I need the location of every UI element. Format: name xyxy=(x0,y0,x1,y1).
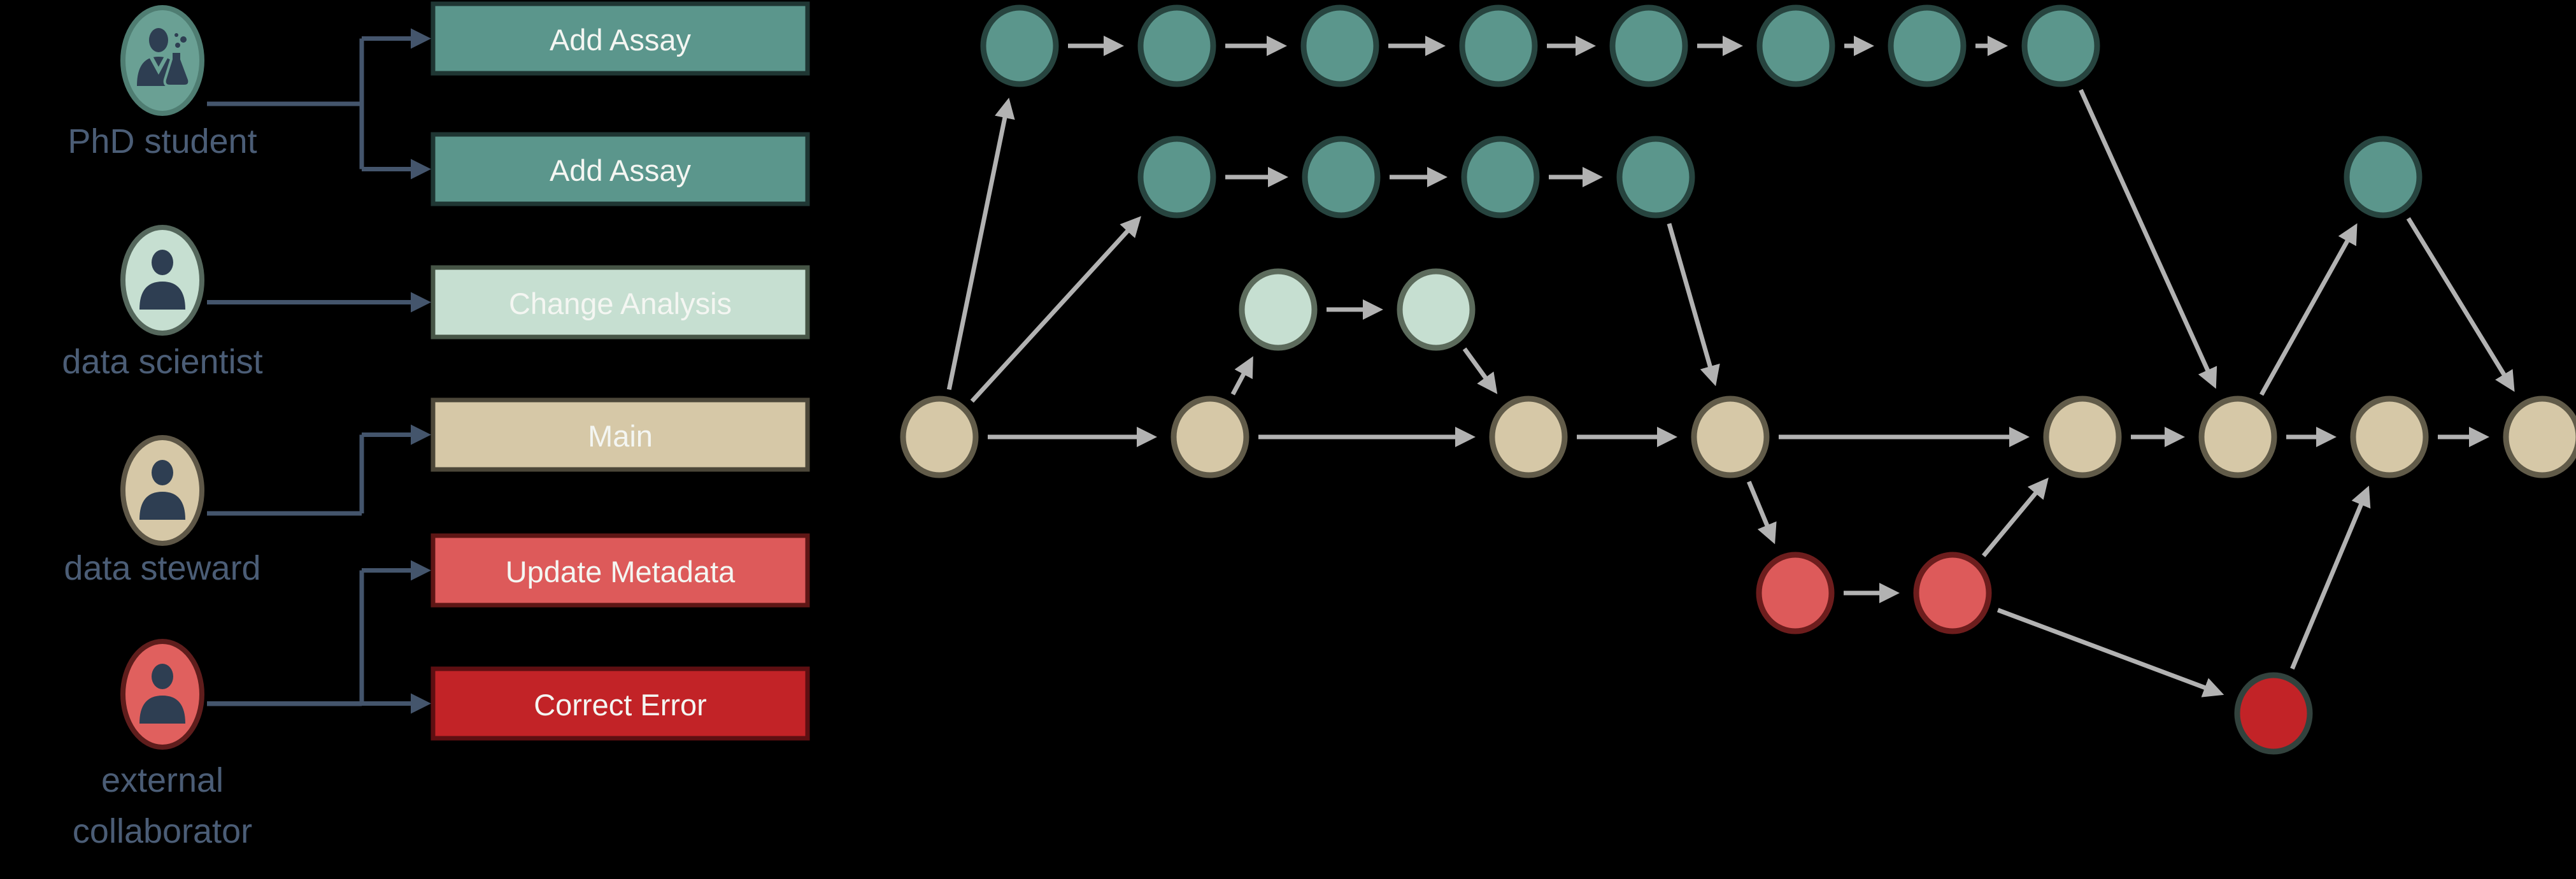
action-label-update-metadata: Update Metadata xyxy=(506,555,736,589)
action-box-main xyxy=(431,397,810,472)
action-box-update-metadata xyxy=(431,533,810,608)
actor-data-scientist: data scientist xyxy=(62,225,263,381)
action-button-add-assay-2: Add Assay xyxy=(431,132,810,206)
commit-node-a7-teal xyxy=(1888,4,1967,87)
commit-node-m1-mint xyxy=(1239,268,1318,351)
actor-phd-student: PhD student xyxy=(68,5,257,161)
edge-s1-to-t8 xyxy=(2406,217,2515,392)
commit-node-e1-red xyxy=(2234,672,2313,755)
commit-node-u1-salmon xyxy=(1756,552,1835,634)
commit-node-m2-mint xyxy=(1397,268,1476,351)
edge-t2-to-m1 xyxy=(1230,356,1253,396)
action-button-correct-error: Correct Error xyxy=(431,666,810,741)
commit-node-b3-teal xyxy=(1461,136,1540,218)
actors: PhD student data scientist data steward ext… xyxy=(62,5,263,850)
edge-e1-to-t7 xyxy=(2290,485,2371,670)
commit-node-t6-tan xyxy=(2198,396,2277,478)
connector-data-steward xyxy=(207,424,431,516)
commit-graph-nodes xyxy=(900,4,2576,755)
commit-node-b1-teal xyxy=(1137,136,1216,218)
person-icon xyxy=(139,664,185,724)
edge-m2-to-t3 xyxy=(1462,347,1498,394)
edge-t6-to-s1 xyxy=(2259,223,2358,396)
actor-label-external-collaborator-line1: external xyxy=(101,761,224,799)
connector-phd-student xyxy=(207,28,431,180)
action-button-update-metadata: Update Metadata xyxy=(431,533,810,608)
commit-node-b4-teal xyxy=(1616,136,1695,218)
edge-a8-to-t6 xyxy=(2079,89,2217,389)
commit-node-t8-tan xyxy=(2503,396,2576,478)
actor-action-connectors xyxy=(207,28,431,714)
avatar-data-scientist xyxy=(120,225,204,336)
commit-node-t1-tan xyxy=(900,396,979,478)
action-label-main: Main xyxy=(588,419,653,453)
commit-node-u2-salmon xyxy=(1913,552,1992,634)
action-button-main: Main xyxy=(431,397,810,472)
edge-u2-to-e1 xyxy=(1996,608,2224,697)
commit-node-a8-teal xyxy=(2021,4,2100,87)
commit-node-t4-tan xyxy=(1691,396,1770,478)
action-label-add-assay-1: Add Assay xyxy=(550,23,692,57)
edge-t1-to-b1 xyxy=(970,216,1141,403)
action-label-add-assay-2: Add Assay xyxy=(550,154,692,187)
avatar-external-collaborator xyxy=(120,639,204,750)
action-box-correct-error xyxy=(431,666,810,741)
commit-node-a5-teal xyxy=(1609,4,1688,87)
person-icon xyxy=(139,460,185,520)
actor-label-data-steward-line1: data steward xyxy=(64,549,260,587)
commit-node-a6-teal xyxy=(1756,4,1835,87)
commit-node-a4-teal xyxy=(1459,4,1538,87)
commit-node-b2-teal xyxy=(1302,136,1381,218)
commit-node-t7-tan xyxy=(2350,396,2429,478)
avatar-data-steward xyxy=(120,435,204,546)
action-box-add-assay-1 xyxy=(431,1,810,76)
commit-node-a2-teal xyxy=(1137,4,1216,87)
edge-b4-to-t4 xyxy=(1667,223,1720,387)
actor-data-steward: data steward xyxy=(64,435,261,587)
commit-node-t2-tan xyxy=(1171,396,1249,478)
commit-node-a1-teal xyxy=(980,4,1059,87)
action-label-correct-error: Correct Error xyxy=(534,688,707,722)
actor-label-external-collaborator-line2: collaborator xyxy=(73,812,252,850)
action-button-add-assay-1: Add Assay xyxy=(431,1,810,76)
commit-node-a3-teal xyxy=(1300,4,1379,87)
action-box-change-analysis xyxy=(431,265,810,339)
commit-graph-edges xyxy=(946,35,2515,697)
actor-label-phd-student-line1: PhD student xyxy=(68,122,257,161)
edge-t1-to-a1 xyxy=(946,97,1015,390)
actor-label-data-scientist-line1: data scientist xyxy=(62,343,262,381)
action-box-add-assay-2 xyxy=(431,132,810,206)
commit-node-t5-tan xyxy=(2043,396,2122,478)
edge-u2-to-t5 xyxy=(1981,477,2049,557)
action-label-change-analysis: Change Analysis xyxy=(509,287,732,320)
actor-external-collaborator: external collaborator xyxy=(73,639,252,850)
edge-t4-to-u1 xyxy=(1746,480,1777,545)
action-button-change-analysis: Change Analysis xyxy=(431,265,810,339)
connector-external-collaborator xyxy=(207,560,431,714)
commit-node-s1-teal xyxy=(2344,136,2423,218)
scientist-flask-icon xyxy=(137,28,191,87)
person-icon xyxy=(139,250,185,310)
commit-node-t3-tan xyxy=(1489,396,1568,478)
